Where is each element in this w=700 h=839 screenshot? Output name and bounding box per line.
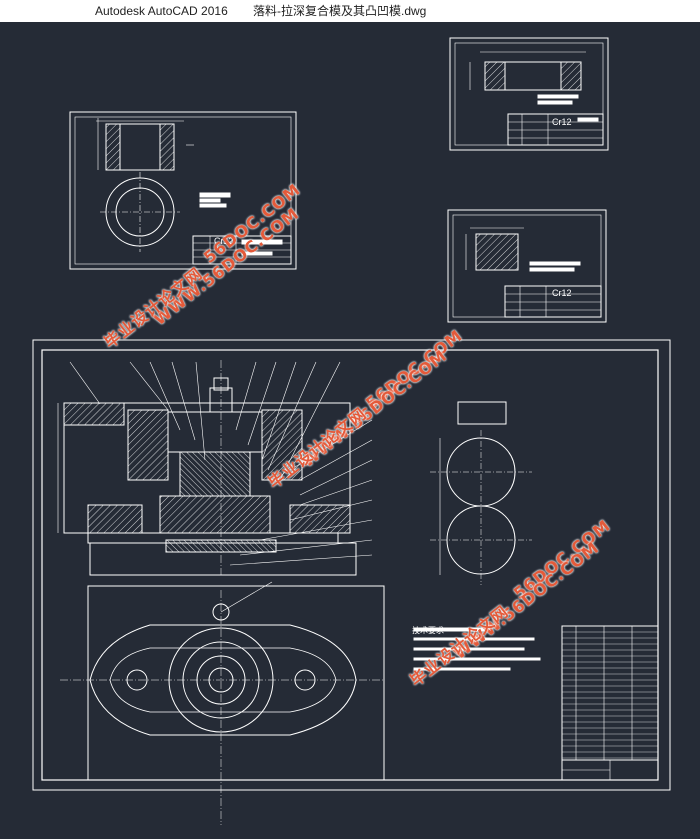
part-label: Cr12 <box>214 236 234 246</box>
sheet-top-right[interactable] <box>449 37 609 151</box>
sheet-middle-right[interactable] <box>447 209 607 323</box>
sheet-top-left[interactable] <box>69 111 297 270</box>
file-title: 落料-拉深复合模及其凸凹模.dwg <box>253 4 427 18</box>
sheet-main[interactable] <box>32 339 671 825</box>
app-title: Autodesk AutoCAD 2016 <box>95 4 228 18</box>
part-label: Cr12 <box>552 288 572 298</box>
drawing-canvas[interactable]: Cr12 Cr12 Cr12 技术要求 56DOC.COM WWW.56DOC.… <box>0 22 700 839</box>
title-bar: Autodesk AutoCAD 2016 落料-拉深复合模及其凸凹模.dwg <box>0 0 700 22</box>
cad-drawing <box>32 37 671 825</box>
parts-list-rows <box>562 631 658 759</box>
part-label: Cr12 <box>552 117 572 127</box>
notes-title: 技术要求 <box>412 626 444 635</box>
